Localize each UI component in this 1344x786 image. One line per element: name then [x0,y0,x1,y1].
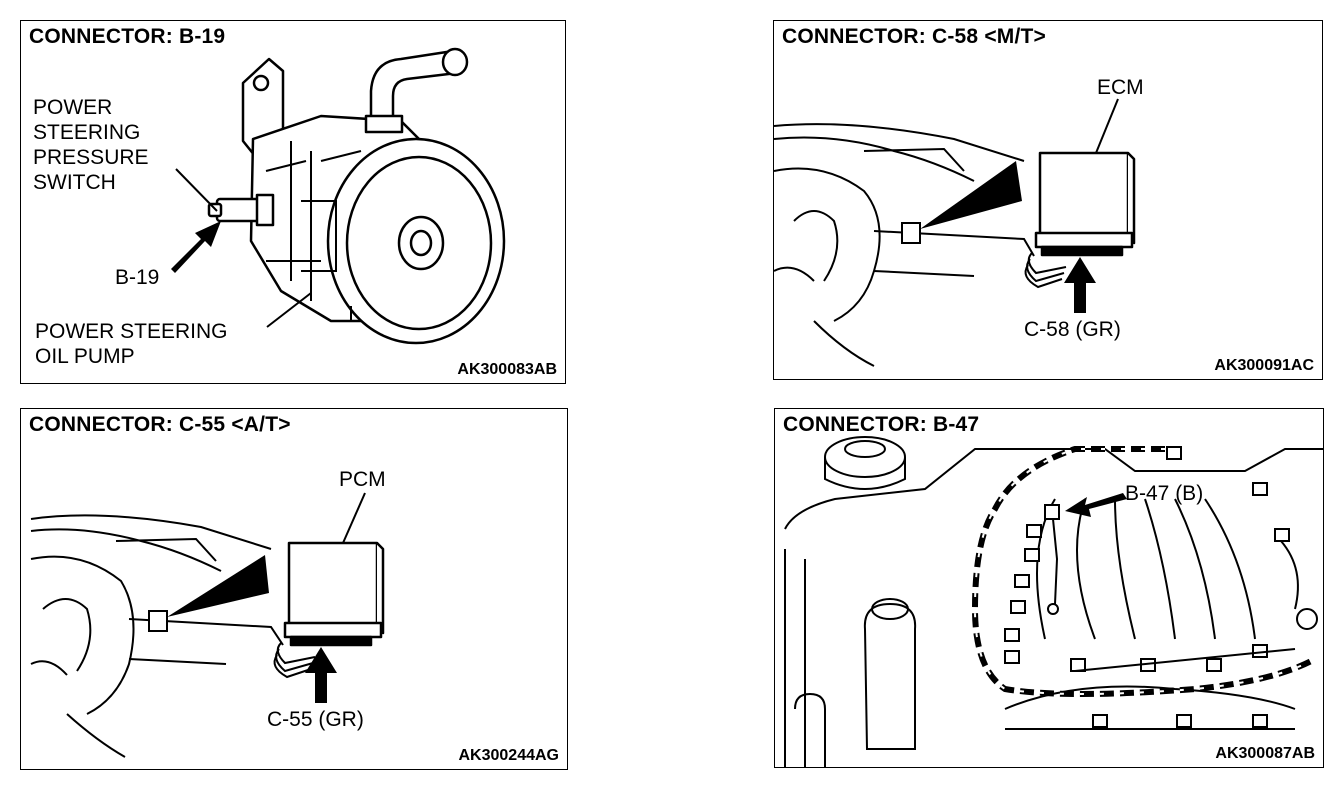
ecm-label: ECM [1097,76,1144,99]
panel-connector-b19: CONNECTOR: B-19 POWER STEERING PRESSURE … [20,20,566,384]
pcm-location-illustration [30,492,385,758]
connector-label: B-47 (B) [1125,482,1204,505]
power-steering-pump-illustration [171,47,506,345]
engine-compartment-harness-illustration [784,436,1323,767]
panel-title: CONNECTOR: B-47 [783,413,980,436]
connector-label: C-55 (GR) [267,708,364,731]
panel-connector-c55: CONNECTOR: C-55 <A/T> PCM C-55 (GR) AK30… [20,408,568,770]
panel-title: CONNECTOR: C-55 <A/T> [29,413,291,436]
oil-pump-label: POWER STEERING OIL PUMP [35,320,228,368]
pressure-switch-label: POWER STEERING PRESSURE SWITCH [33,96,149,194]
panel-title: CONNECTOR: B-19 [29,25,226,48]
figure-code: AK300087AB [1215,745,1315,762]
panel-title: CONNECTOR: C-58 <M/T> [782,25,1047,48]
figure-code: AK300244AG [458,747,560,764]
panel-connector-c58: CONNECTOR: C-58 <M/T> ECM C-58 (GR) AK30… [773,20,1323,380]
figure-code: AK300083AB [457,361,557,378]
connector-label: C-58 (GR) [1024,318,1121,341]
connector-label: B-19 [115,266,160,289]
pcm-label: PCM [339,468,386,491]
ecm-location-illustration [774,98,1136,367]
panel-connector-b47: CONNECTOR: B-47 B-47 (B) AK300087AB [774,408,1324,768]
figure-code: AK300091AC [1214,357,1314,374]
